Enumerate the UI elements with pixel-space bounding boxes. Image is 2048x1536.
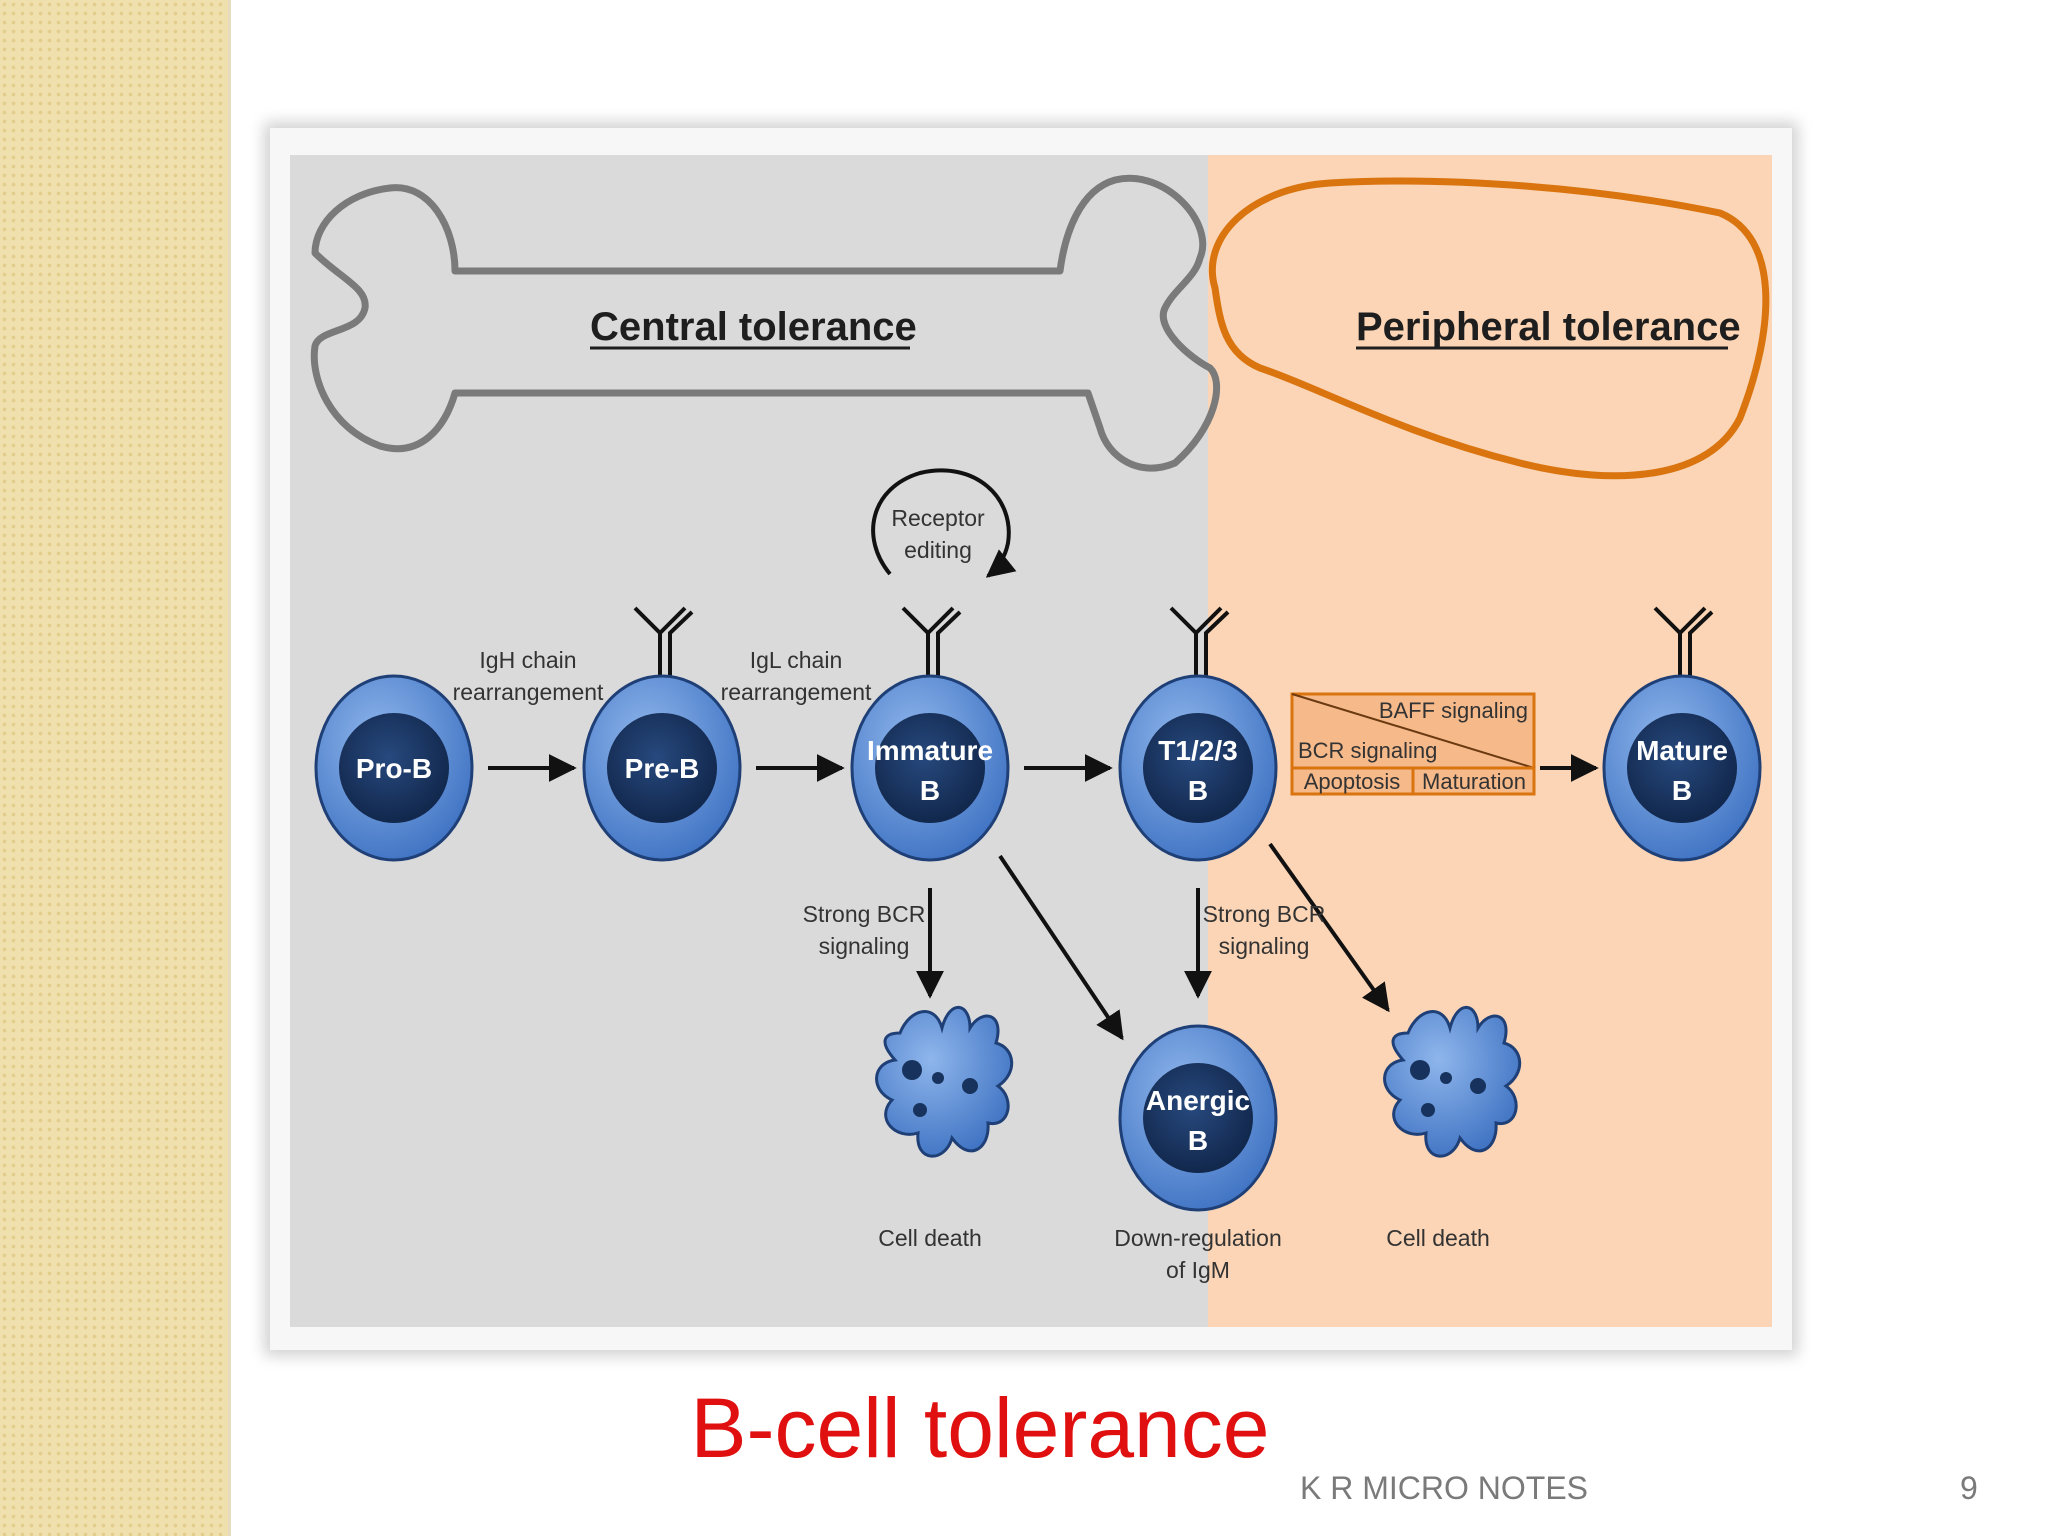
transitional-b-label-1: T1/2/3 [1158,735,1237,766]
pre-b-receptor-icon [633,606,694,676]
strong-bcr-label-1b: signaling [819,933,910,959]
maturation-label: Maturation [1422,769,1526,794]
cell-death-label-2: Cell death [1386,1225,1490,1251]
apoptosis-label: Apoptosis [1304,769,1401,794]
strong-bcr-label-1a: Strong BCR [803,901,926,927]
strong-bcr-label-2a: Strong BCR [1203,901,1326,927]
signaling-box: BAFF signaling BCR signaling Apoptosis M… [1290,692,1536,796]
central-tolerance-title: Central tolerance [590,305,917,349]
b-cell-tolerance-diagram: Central tolerance Peripheral tolerance R… [290,155,1772,1327]
strong-bcr-label-2b: signaling [1219,933,1310,959]
transitional-b-label-2: B [1188,775,1208,806]
footer-text: K R MICRO NOTES [1300,1470,1589,1506]
immature-b-cell: Immature B [850,674,1010,862]
downregulation-label-2: of IgM [1166,1257,1230,1283]
dead-cell-icon-1 [875,1005,1014,1158]
arrow-transitional-to-death [1268,842,1390,1013]
side-band-edge [228,0,231,1536]
igl-chain-label-1: IgL chain [750,647,843,673]
transitional-b-receptor-icon [1169,606,1230,676]
cell-death-label-1: Cell death [878,1225,982,1251]
igl-chain-label-2: rearrangement [721,679,872,705]
anergic-b-label-1: Anergic [1146,1085,1250,1116]
downregulation-label-1: Down-regulation [1114,1225,1281,1251]
anergic-b-label-2: B [1188,1125,1208,1156]
slide-title: B-cell tolerance [690,1381,1270,1475]
bcr-signaling-label: BCR signaling [1298,738,1437,763]
receptor-editing-loop [871,468,1017,578]
pre-b-label: Pre-B [625,753,700,784]
baff-signaling-label: BAFF signaling [1379,698,1528,723]
decorative-side-band [0,0,228,1536]
peripheral-tolerance-title: Peripheral tolerance [1356,305,1741,349]
igh-chain-label-1: IgH chain [479,647,576,673]
diagram-frame: Central tolerance Peripheral tolerance R… [270,128,1792,1350]
transitional-b-cell: T1/2/3 B [1118,674,1278,862]
arrow-immature-to-anergic [998,854,1124,1041]
dead-cell-icon-2 [1383,1005,1522,1158]
mature-b-label-1: Mature [1636,735,1728,766]
immature-b-receptor-icon [901,606,962,676]
mature-b-label-2: B [1672,775,1692,806]
anergic-b-cell: Anergic B [1118,1024,1278,1212]
immature-b-label-2: B [920,775,940,806]
mature-b-cell: Mature B [1602,674,1762,862]
spleen-outline [1208,177,1770,480]
bone-outline [310,174,1221,472]
igh-chain-label-2: rearrangement [453,679,604,705]
pro-b-label: Pro-B [356,753,432,784]
pre-b-cell: Pre-B [582,674,742,862]
immature-b-label-1: Immature [867,735,993,766]
page-number: 9 [1960,1470,1978,1506]
receptor-editing-label-2: editing [904,537,972,563]
mature-b-receptor-icon [1653,606,1714,676]
pro-b-cell: Pro-B [314,674,474,862]
receptor-editing-label-1: Receptor [891,505,985,531]
